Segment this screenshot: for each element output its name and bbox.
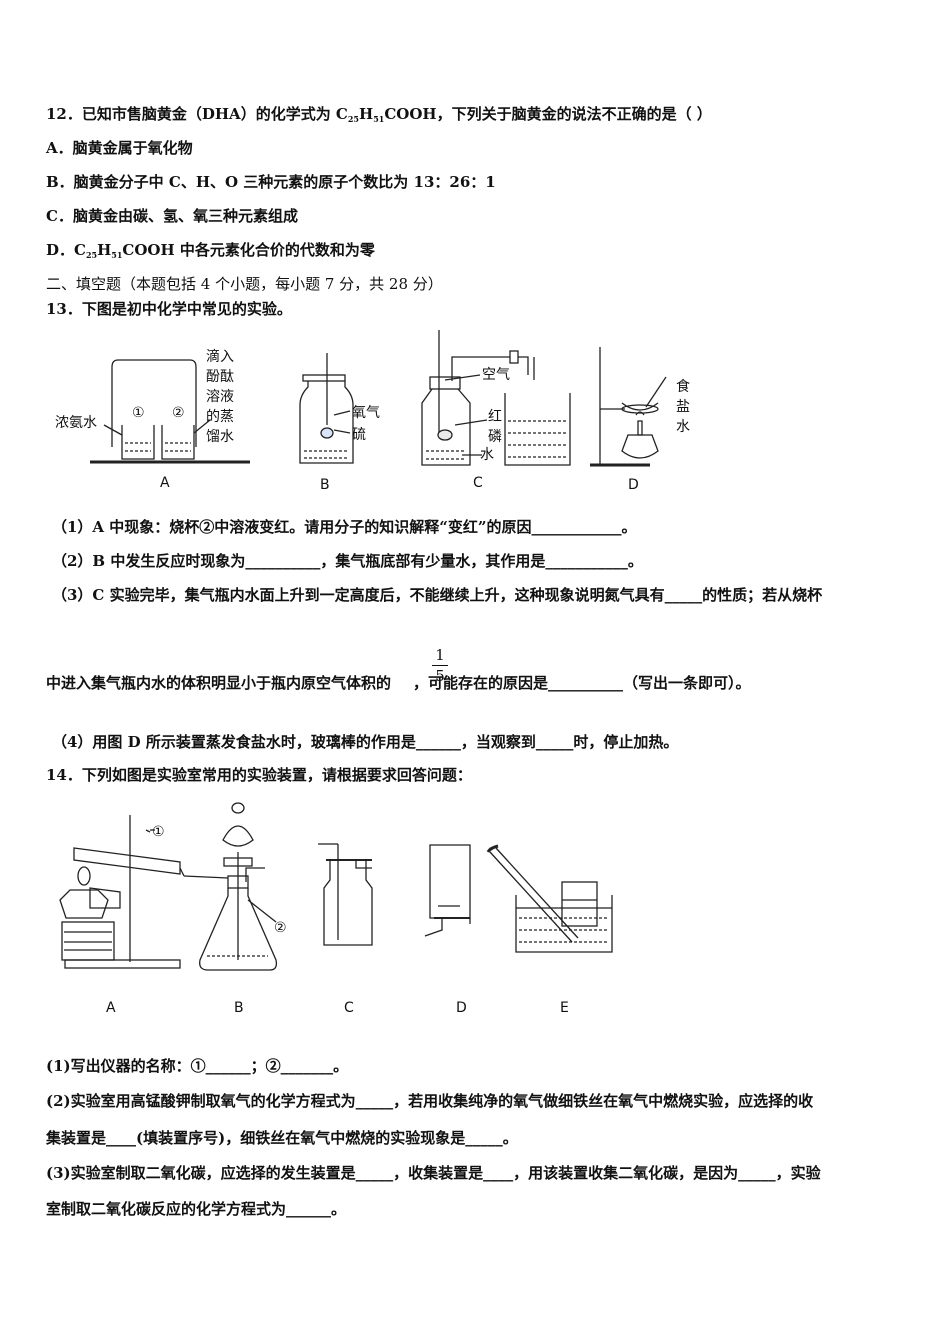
q13-stem: 13．下图是初中化学中常见的实验。 xyxy=(46,300,292,318)
b-sulfur-flame xyxy=(320,427,334,439)
fraction-denominator: 5 xyxy=(435,667,445,685)
q14-part-2-line1: (2)实验室用高锰酸钾制取氧气的化学方程式为_____，若用收集纯净的氧气做细铁… xyxy=(46,1092,814,1110)
q13-figure: 浓氨水 ① ② 滴入 酚酞 溶液 的蒸 馏水 氧气 硫 空气 红 磷 水 食 盐… xyxy=(55,330,690,493)
d-label-salt-2: 盐 xyxy=(676,399,690,415)
c-tube xyxy=(451,356,529,381)
c-bottle xyxy=(323,860,373,946)
q12-stem: 12．已知市售脑黄金（DHA）的化学式为 C25H51COOH，下列关于脑黄金的… xyxy=(46,105,712,124)
q13-part-1: （1）A 中现象：烧杯②中溶液变红。请用分子的知识解释“变红”的原因______… xyxy=(52,518,637,536)
q12-option-d: D．C25H51COOH 中各元素化合价的代数和为零 xyxy=(46,241,375,260)
q13-part-4: （4）用图 D 所示装置蒸发食盐水时，玻璃棒的作用是______，当观察到___… xyxy=(52,733,679,751)
a-label-right-2: 酚酞 xyxy=(206,369,234,385)
d-label-salt-1: 食 xyxy=(676,378,690,395)
q14-caption-c: C xyxy=(344,1000,354,1016)
c-beaker xyxy=(504,393,571,466)
q14-part-1: (1)写出仪器的名称：①______；②_______。 xyxy=(46,1057,349,1075)
d-bottle xyxy=(429,844,471,919)
q14-part-2-line2: 集装置是____(填装置序号)，细铁丝在氧气中燃烧的实验现象是_____。 xyxy=(46,1129,518,1147)
q14-mark-1: ① xyxy=(152,824,165,840)
d-alcohol-lamp xyxy=(621,434,659,459)
q13-caption-b: B xyxy=(320,477,330,493)
a-label-c1: ① xyxy=(132,405,145,421)
a-test-tube xyxy=(73,847,181,875)
b-flask xyxy=(199,888,278,971)
b-label-sulfur: 硫 xyxy=(352,427,366,443)
q13-part-3-line2: 中进入集气瓶内水的体积明显小于瓶内原空气体积的，可能存在的原因是________… xyxy=(46,674,751,692)
a-label-right-3: 溶液 xyxy=(206,389,234,405)
q14-part-3-line1: (3)实验室制取二氧化碳，应选择的发生装置是_____，收集装置是____，用该… xyxy=(46,1164,821,1182)
q13-caption-d: D xyxy=(628,477,639,493)
a-label-right-5: 馏水 xyxy=(206,429,234,445)
c-gas-jar xyxy=(421,388,471,466)
q13-part-2: （2）B 中发生反应时现象为__________，集气瓶底部有少量水，其作用是_… xyxy=(52,552,643,570)
a-label-c2: ② xyxy=(172,405,185,421)
c-label-phosphorus-2: 磷 xyxy=(488,429,502,445)
c-stopper xyxy=(429,376,461,390)
q14-part-3-line2: 室制取二氧化碳反应的化学方程式为______。 xyxy=(46,1200,347,1218)
q13-caption-a: A xyxy=(160,475,170,491)
q12-option-b: B．脑黄金分子中 C、H、O 三种元素的原子个数比为 13：26：1 xyxy=(46,173,496,191)
b-jar-lid xyxy=(302,374,346,382)
b-funnel xyxy=(222,825,254,847)
d-glass-rod xyxy=(645,376,667,408)
q13-part-3-line1: （3）C 实验完毕，集气瓶内水面上升到一定高度后，不能继续上升，这种现象说明氮气… xyxy=(52,586,823,604)
a-label-right-1: 滴入 xyxy=(206,348,234,365)
fraction-numerator: 1 xyxy=(435,646,445,664)
q12-option-c: C．脑黄金由碳、氢、氧三种元素组成 xyxy=(46,207,298,225)
d-label-salt-3: 水 xyxy=(676,419,690,435)
a-label-ammonia: 浓氨水 xyxy=(55,415,97,431)
q14-caption-a: A xyxy=(106,1000,116,1016)
fraction-one-fifth: 1 5 xyxy=(432,646,448,685)
q14-figure: ① ② A B C D E xyxy=(59,802,613,1016)
a-lamp-flame xyxy=(77,866,91,886)
d-evaporating-dish xyxy=(621,402,659,411)
q14-caption-e: E xyxy=(560,1000,569,1016)
b-jar xyxy=(299,381,354,464)
a-beaker-2 xyxy=(161,425,195,460)
e-gas-jar xyxy=(561,881,598,927)
c-label-air: 空气 xyxy=(482,367,510,383)
b-stopper xyxy=(227,875,249,889)
a-base xyxy=(64,959,181,969)
e-delivery-tube xyxy=(489,851,573,943)
a-label-right-4: 的蒸 xyxy=(206,409,234,425)
q14-stem: 14．下列如图是实验室常用的实验装置，请根据要求回答问题： xyxy=(46,766,472,784)
q14-caption-d: D xyxy=(456,1000,467,1016)
q12-option-a: A．脑黄金属于氧化物 xyxy=(46,139,193,157)
q14-caption-b: B xyxy=(234,1000,244,1016)
e-trough xyxy=(515,895,613,953)
a-cover-beaker xyxy=(111,359,197,447)
c-label-water: 水 xyxy=(480,447,494,463)
q13-caption-c: C xyxy=(473,475,483,491)
q14-mark-2: ② xyxy=(274,920,287,936)
b-label-oxygen: 氧气 xyxy=(352,405,380,421)
c-label-phosphorus-1: 红 xyxy=(488,409,502,425)
d-ring xyxy=(621,404,659,414)
a-beaker-1 xyxy=(121,425,155,460)
a-wood-block xyxy=(61,921,115,961)
section-heading: 二、填空题（本题包括 4 个小题，每小题 7 分，共 28 分） xyxy=(46,275,443,293)
